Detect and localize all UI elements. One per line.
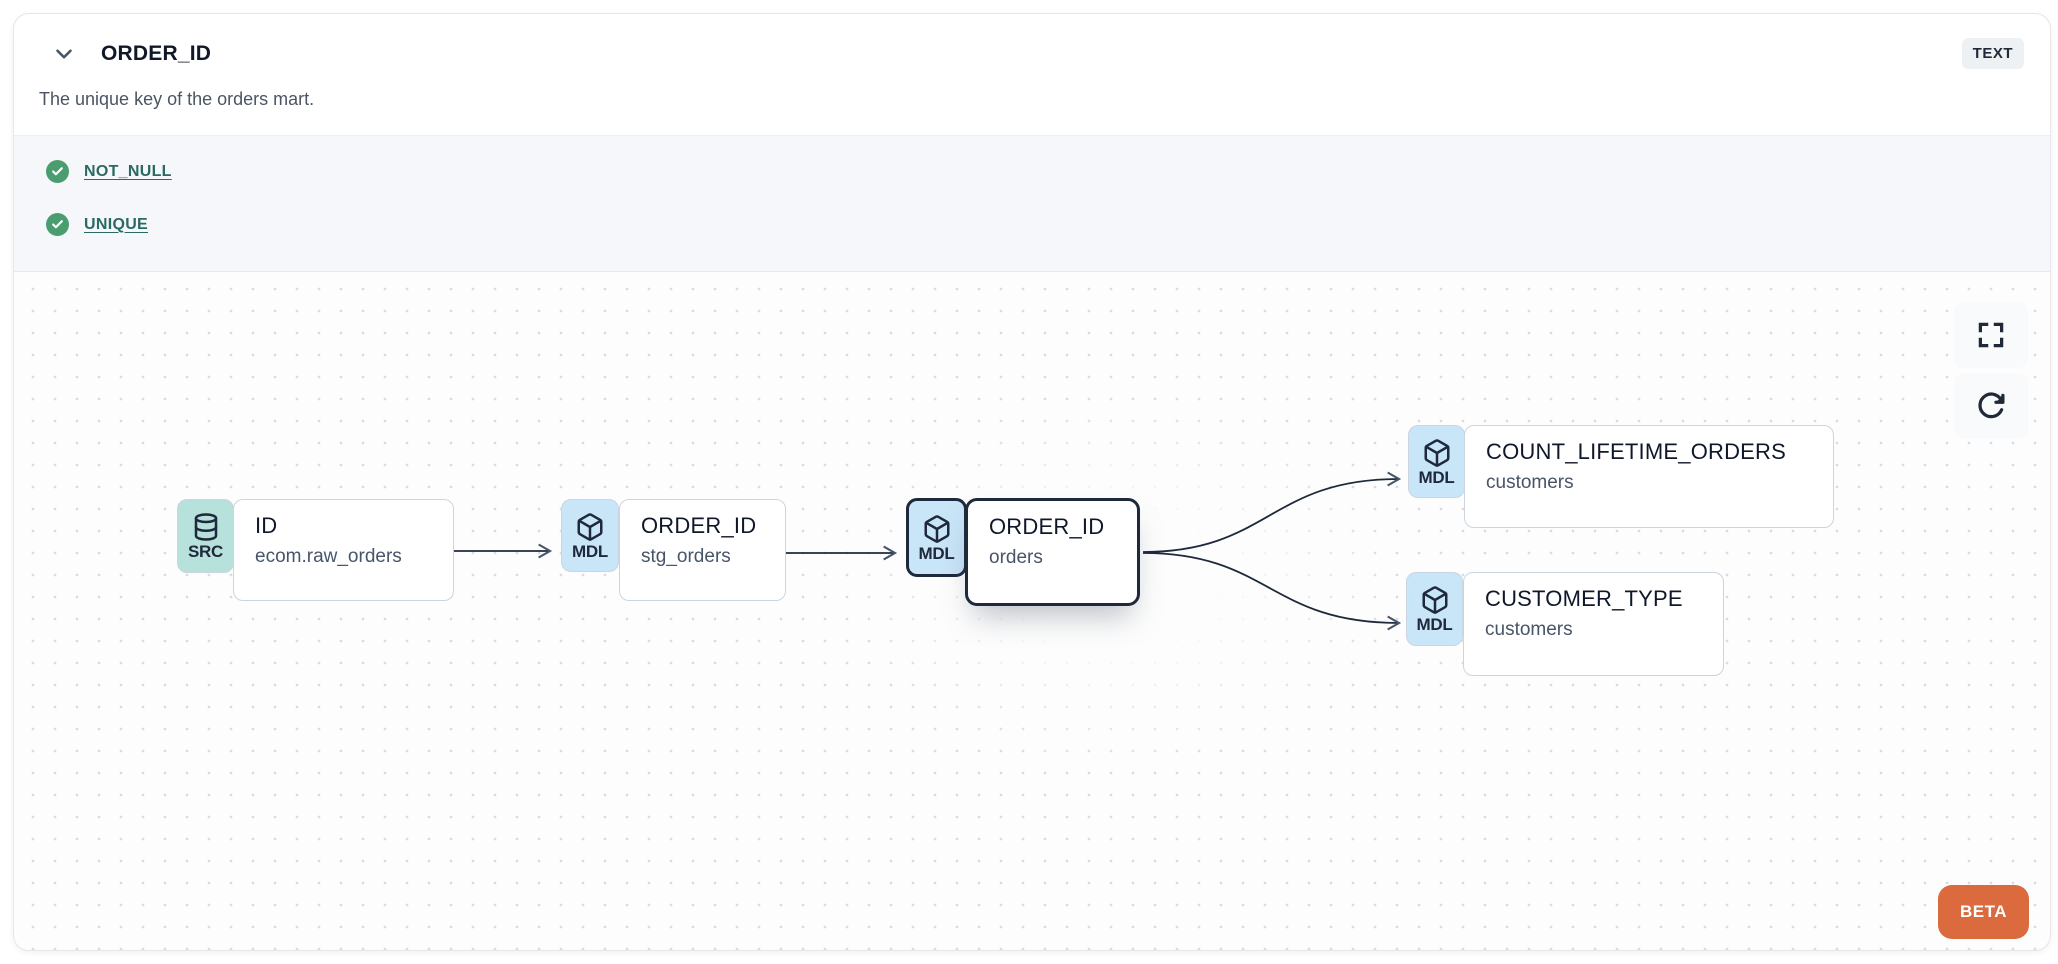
column-title: ORDER_ID — [101, 41, 212, 65]
node-type-badge-mdl: MDL — [906, 498, 967, 577]
lineage-node-count-lifetime-orders[interactable]: COUNT_LIFETIME_ORDERS customers — [1464, 425, 1834, 528]
lineage-node-order-id-stg-orders[interactable]: ORDER_ID stg_orders — [619, 499, 786, 601]
cube-icon — [577, 512, 603, 541]
node-badge-label: MDL — [918, 543, 955, 563]
database-icon — [194, 513, 217, 541]
fullscreen-button[interactable] — [1954, 302, 2028, 368]
node-badge-label: MDL — [1416, 615, 1453, 634]
lineage-node-id-raw-orders[interactable]: ID ecom.raw_orders — [233, 499, 454, 601]
data-type-badge: TEXT — [1961, 38, 2024, 69]
refresh-button[interactable] — [1954, 373, 2028, 439]
node-subtitle: orders — [989, 547, 1043, 568]
test-row: UNIQUE — [46, 213, 2018, 236]
node-type-badge-mdl: MDL — [561, 499, 619, 572]
lineage-canvas[interactable]: SRC ID ecom.raw_orders MDL ORDER_ID stg_… — [14, 272, 2050, 950]
beta-badge[interactable]: BETA — [1937, 885, 2029, 939]
column-details-panel: ORDER_ID TEXT The unique key of the orde… — [13, 13, 2051, 951]
collapse-button[interactable] — [49, 39, 79, 69]
node-subtitle: ecom.raw_orders — [255, 546, 402, 567]
node-title: CUSTOMER_TYPE — [1485, 586, 1683, 611]
column-description: The unique key of the orders mart. — [39, 89, 315, 109]
cube-icon — [1424, 438, 1449, 467]
lineage-edge — [1142, 471, 1402, 553]
node-subtitle: customers — [1485, 619, 1573, 640]
node-badge-label: MDL — [1418, 467, 1455, 487]
node-title: ORDER_ID — [989, 514, 1105, 539]
lineage-node-customer-type[interactable]: CUSTOMER_TYPE customers — [1463, 572, 1724, 676]
node-badge-label: SRC — [188, 542, 223, 561]
node-subtitle: customers — [1486, 472, 1574, 493]
node-subtitle: stg_orders — [641, 546, 731, 567]
lineage-node-order-id-orders-selected[interactable]: ORDER_ID orders — [965, 498, 1140, 606]
fullscreen-icon — [1978, 322, 2004, 348]
test-row: NOT_NULL — [46, 160, 2018, 183]
cube-icon — [1422, 586, 1447, 614]
lineage-edges — [454, 471, 1402, 631]
test-link-unique[interactable]: UNIQUE — [84, 215, 149, 233]
node-type-badge-mdl: MDL — [1406, 572, 1463, 646]
test-link-not-null[interactable]: NOT_NULL — [84, 162, 172, 180]
node-type-badge-src: SRC — [177, 499, 234, 573]
node-type-badge-mdl: MDL — [1408, 425, 1465, 498]
lineage-edge — [1142, 552, 1402, 631]
node-title: COUNT_LIFETIME_ORDERS — [1486, 439, 1787, 464]
chevron-down-icon — [56, 48, 72, 59]
node-title: ID — [255, 513, 278, 538]
check-circle-icon — [46, 160, 69, 183]
node-title: ORDER_ID — [641, 513, 757, 538]
check-circle-icon — [46, 213, 69, 236]
canvas-controls — [1954, 302, 2028, 439]
panel-header: ORDER_ID TEXT — [49, 38, 2024, 69]
tests-section: NOT_NULL UNIQUE — [14, 135, 2050, 272]
node-badge-label: MDL — [572, 541, 608, 561]
cube-icon — [924, 514, 949, 543]
refresh-icon — [1978, 392, 2005, 419]
